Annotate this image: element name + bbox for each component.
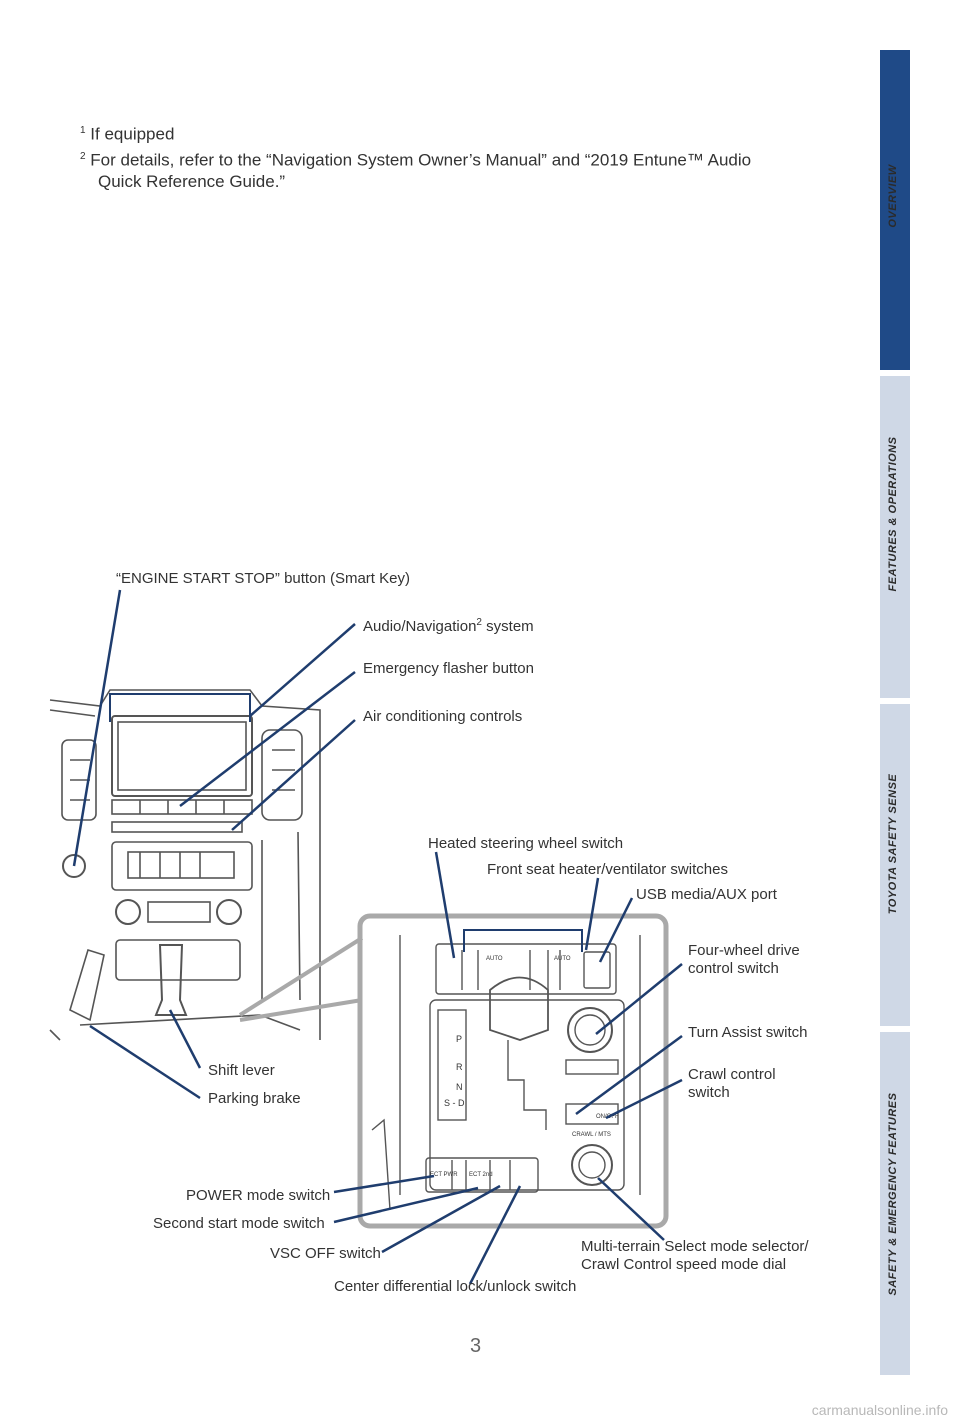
leader-emergency <box>179 671 356 807</box>
leader-turn-assist <box>575 1034 683 1116</box>
section-sidebar <box>880 50 910 1375</box>
label-air-conditioning: Air conditioning controls <box>363 708 523 725</box>
shift-knob <box>489 976 549 1041</box>
leader-four-wheel <box>595 963 683 1035</box>
four-wheel-drive-dial <box>567 1007 613 1053</box>
leader-crawl <box>605 1078 683 1120</box>
tab-overview[interactable] <box>880 50 910 370</box>
leader-engine-start <box>72 589 122 867</box>
button-row <box>111 799 253 815</box>
left-vent <box>61 739 97 821</box>
label-vsc-off: VSC OFF switch <box>270 1245 381 1262</box>
leader-second-start <box>333 1186 479 1224</box>
leader-vsc <box>381 1184 501 1254</box>
leader-heated-steering <box>434 851 456 959</box>
label-shift-lever: Shift lever <box>208 1062 275 1079</box>
gear-p: P <box>456 1034 462 1044</box>
right-vent <box>261 729 303 821</box>
footnote-1: 1 If equipped <box>80 124 175 144</box>
leader-front-seat <box>584 877 600 951</box>
left-knob <box>115 899 141 925</box>
watermark: carmanualsonline.info <box>811 1402 948 1418</box>
crawl-mts-label: CRAWL / MTS <box>572 1132 611 1138</box>
footnote-2-continued: Quick Reference Guide.” <box>98 172 286 192</box>
engine-start-button <box>62 854 86 878</box>
tab-features-operations[interactable] <box>880 376 910 698</box>
shift-lever <box>154 944 188 1016</box>
leader-audio-bracket <box>109 693 251 722</box>
label-multi-terrain: Multi-terrain Select mode selector/Crawl… <box>581 1238 809 1273</box>
label-parking-brake: Parking brake <box>208 1090 301 1107</box>
multi-terrain-dial <box>571 1144 613 1186</box>
label-turn-assist: Turn Assist switch <box>688 1024 808 1041</box>
leader-parking-brake <box>89 1024 201 1100</box>
leader-center-diff <box>468 1185 522 1285</box>
bottom-switch-panel <box>425 1157 539 1193</box>
usb-port <box>583 951 611 989</box>
parking-brake <box>69 948 105 1022</box>
leader-ac <box>231 719 356 831</box>
page-number: 3 <box>470 1335 482 1357</box>
label-usb: USB media/AUX port <box>636 886 777 903</box>
dashboard-outline <box>49 689 321 1040</box>
label-second-start: Second start mode switch <box>153 1215 325 1232</box>
label-emergency-flasher: Emergency flasher button <box>363 660 534 677</box>
tab-safety-emergency[interactable] <box>880 1032 910 1375</box>
label-engine-start: “ENGINE START STOP” button (Smart Key) <box>116 570 410 587</box>
leader-power-mode <box>333 1174 435 1194</box>
leader-seat-bracket <box>463 929 583 952</box>
footnote-2: 2 For details, refer to the “Navigation … <box>80 150 752 170</box>
gear-r: R <box>456 1062 463 1072</box>
label-heated-steering: Heated steering wheel switch <box>428 835 624 852</box>
label-audio-nav: Audio/Navigation2 system <box>363 617 534 635</box>
gear-sd: S - D <box>444 1098 465 1108</box>
right-knob <box>216 899 242 925</box>
label-front-seat: Front seat heater/ventilator switches <box>487 861 728 878</box>
gear-n: N <box>456 1082 463 1092</box>
label-center-diff: Center differential lock/unlock switch <box>334 1278 577 1295</box>
auto-label-1: AUTO <box>486 956 503 962</box>
auto-label-2: AUTO <box>554 956 571 962</box>
leader-multi-terrain <box>597 1177 665 1241</box>
label-power-mode: POWER mode switch <box>186 1187 331 1204</box>
leader-audio-nav <box>249 623 356 717</box>
navigation-screen <box>111 715 253 797</box>
top-switch-panel <box>435 943 617 995</box>
ect-pwr-label: ECT PWR <box>430 1172 458 1178</box>
tab-toyota-safety-sense[interactable] <box>880 704 910 1026</box>
leader-shift-lever <box>168 1009 202 1069</box>
ect-2nd-label: ECT 2nd <box>469 1172 493 1178</box>
footnotes: 1 If equipped 2 For details, refer to th… <box>80 120 800 193</box>
ac-panel <box>111 841 253 891</box>
leader-usb <box>598 897 634 963</box>
